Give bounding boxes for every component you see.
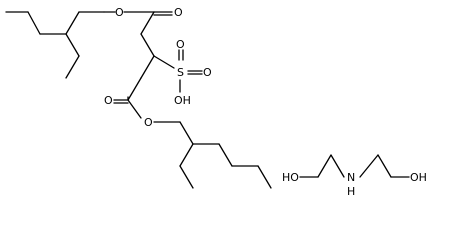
atom-oh-sulfo: OH	[174, 94, 191, 107]
sulfosuccinate-molecule: O O O S O OH O O	[5, 6, 272, 189]
atom-o-ester-lower: O	[144, 116, 153, 129]
atom-h-amine: H	[347, 185, 355, 198]
sulfonic-acid-group	[153, 49, 203, 93]
lower-ester-group	[113, 77, 181, 123]
structure-drawing: O O O S O OH O O HO N H OH	[5, 6, 427, 198]
atom-o-carbonyl-upper: O	[174, 6, 183, 19]
upper-ester-group	[123, 11, 173, 35]
upper-ethylhexyl-chain	[5, 11, 116, 79]
chemical-structure-canvas: O O O S O OH O O HO N H OH	[5, 6, 427, 198]
atom-ho-left: HO	[282, 171, 299, 184]
lower-ethylhexyl-chain	[179, 121, 272, 189]
atom-oh-right: OH	[410, 171, 427, 184]
atom-o-ester-upper: O	[115, 6, 124, 19]
atom-o-sulfo-right: O	[203, 66, 212, 79]
atom-s-sulfo: S	[177, 66, 184, 79]
atom-n-amine: N	[347, 171, 355, 184]
atom-o-sulfo-top: O	[176, 38, 185, 51]
atom-o-carbonyl-lower: O	[104, 94, 113, 107]
diethanolamine-molecule: HO N H OH	[282, 154, 427, 198]
succinate-backbone	[140, 33, 155, 79]
